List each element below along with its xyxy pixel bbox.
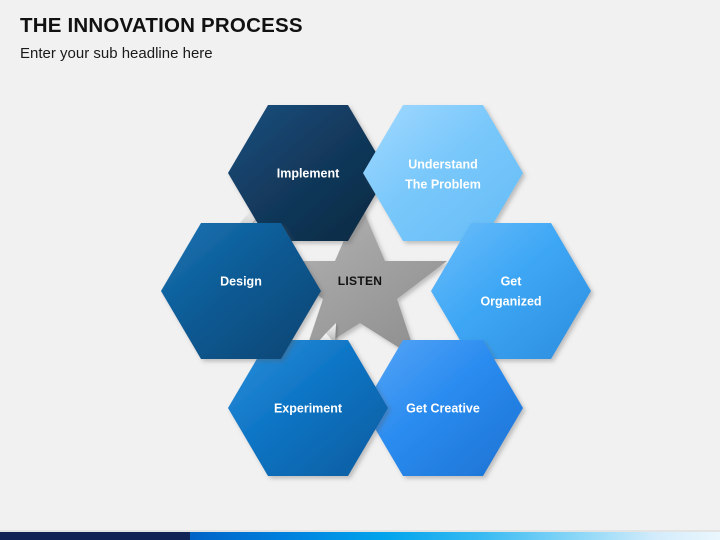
hex-node-get-organized[interactable]: Get Organized (431, 223, 591, 359)
innovation-process-diagram: LISTEN (0, 95, 720, 485)
footer-accent-navy (0, 532, 190, 540)
hex-node-experiment[interactable]: Experiment (228, 340, 388, 476)
hexagon-shape (161, 223, 321, 359)
six-pointed-star-shape (273, 203, 447, 359)
hexagon-shape (363, 340, 523, 476)
hexagon-shape (363, 105, 523, 241)
footer-accent-gradient (190, 532, 720, 540)
slide-header: THE INNOVATION PROCESS Enter your sub he… (20, 14, 680, 62)
hexagon-shape (431, 223, 591, 359)
page-title: THE INNOVATION PROCESS (20, 14, 303, 37)
hex-node-design[interactable]: Design (161, 223, 321, 359)
footer-divider (0, 530, 720, 532)
hexagon-shape (228, 105, 388, 241)
hex-node-understand-the-problem[interactable]: Understand The Problem (363, 105, 523, 241)
footer-accent-bar (0, 532, 720, 540)
hexagon-shape (228, 340, 388, 476)
page-subtitle: Enter your sub headline here (20, 44, 213, 62)
